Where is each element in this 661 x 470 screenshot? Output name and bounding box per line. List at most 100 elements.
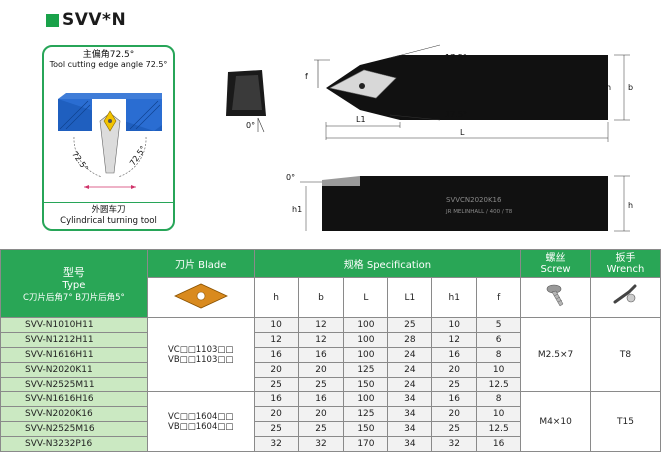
value-cell: 100 bbox=[343, 391, 389, 408]
value-cell: 34 bbox=[387, 421, 433, 438]
h1-label: h1 bbox=[292, 205, 302, 214]
type-cell: SVV-N1212H11 bbox=[0, 331, 148, 348]
value-cell: 25 bbox=[387, 317, 433, 333]
value-cell: 20 bbox=[431, 361, 478, 378]
blade-group2: VC□□1604□□ VB□□1604□□ bbox=[146, 391, 255, 453]
value-cell: 34 bbox=[387, 391, 433, 408]
value-cell: 12 bbox=[253, 331, 299, 348]
wrench-group2: T15 bbox=[590, 391, 661, 453]
value-cell: 20 bbox=[253, 406, 299, 423]
col-b: b bbox=[297, 277, 345, 318]
blade-group1-line1: VC□□1103□□ bbox=[167, 344, 234, 355]
value-cell: 10 bbox=[253, 317, 299, 333]
h-label: h bbox=[606, 83, 611, 92]
type-header-cn: 型号 bbox=[62, 266, 85, 279]
value-cell: 16 bbox=[253, 346, 299, 363]
holder-side-view: SVVCN2020K16 JR MELINHALL / 400 / T8 0° … bbox=[286, 173, 633, 232]
value-cell: 100 bbox=[343, 317, 389, 333]
wrench-icon bbox=[613, 284, 636, 304]
value-cell: 25 bbox=[297, 376, 345, 393]
blade-group1: VC□□1103□□ VB□□1103□□ bbox=[146, 316, 255, 393]
value-cell: 24 bbox=[387, 376, 433, 393]
cutting-angle-panel: 主偏角72.5° Tool cutting edge angle 72.5° 7… bbox=[42, 45, 175, 231]
panel-footer: 外圆车刀 Cylindrical turning tool bbox=[44, 202, 173, 227]
value-cell: 8 bbox=[476, 346, 522, 363]
b-label: b bbox=[628, 83, 633, 92]
blade-group2-line2: VB□□1604□□ bbox=[168, 421, 234, 432]
value-cell: 10 bbox=[431, 317, 478, 333]
value-cell: 10 bbox=[476, 361, 522, 378]
col-h: h bbox=[253, 277, 299, 318]
screw-header: 螺丝 Screw bbox=[520, 249, 591, 278]
wrench-header-cn: 扳手 bbox=[615, 252, 636, 264]
blade-group2-line1: VC□□1604□□ bbox=[167, 411, 234, 422]
panel-title-en: Tool cutting edge angle 72.5° bbox=[49, 60, 168, 69]
value-cell: 170 bbox=[343, 436, 389, 453]
zero-deg-top-label: 0° bbox=[246, 121, 255, 130]
value-cell: 25 bbox=[431, 376, 478, 393]
col-l: L bbox=[343, 277, 389, 318]
angle-top-label: 17.5° bbox=[445, 53, 467, 62]
screw-header-en: Screw bbox=[540, 263, 571, 275]
value-cell: 16 bbox=[253, 391, 299, 408]
type-header-note: C刀片后角7° B刀片后角5° bbox=[22, 293, 125, 303]
blade-header: 刀片 Blade bbox=[146, 249, 255, 278]
tool-drawing: 0° f 17.5° 17.5° L1 L b h SVVCN20 bbox=[226, 44, 633, 232]
col-f: f bbox=[476, 277, 522, 318]
specification-table: 型号 Type C刀片后角7° B刀片后角5° 刀片 Blade 规格 Spec… bbox=[0, 249, 661, 453]
table-row: SVV-N1010H11 VC□□1103□□ VB□□1103□□ 10 12… bbox=[0, 316, 661, 393]
type-cell: SVV-N1616H11 bbox=[0, 346, 148, 363]
type-cell: SVV-N2020K16 bbox=[0, 406, 148, 423]
value-cell: 25 bbox=[297, 421, 345, 438]
value-cell: 8 bbox=[476, 391, 522, 408]
wrench-group1: T8 bbox=[590, 316, 661, 393]
value-cell: 32 bbox=[297, 436, 345, 453]
type-header: 型号 Type C刀片后角7° B刀片后角5° bbox=[0, 249, 148, 318]
value-cell: 20 bbox=[297, 406, 345, 423]
table-subheader-row: h b L L1 h1 f bbox=[1, 277, 661, 318]
value-cell: 125 bbox=[343, 406, 389, 423]
value-cell: 16 bbox=[431, 346, 478, 363]
marking-line1: SVVCN2020K16 bbox=[446, 196, 502, 204]
screw-header-cn: 螺丝 bbox=[545, 252, 566, 264]
value-cell: 20 bbox=[253, 361, 299, 378]
table-row: SVV-N2525M11 25 25 150 24 25 12.5 bbox=[0, 376, 661, 393]
type-cell: SVV-N1010H11 bbox=[0, 317, 148, 333]
title-text: SVV*N bbox=[62, 10, 127, 30]
type-cell: SVV-N2525M16 bbox=[0, 421, 148, 438]
blade-insert-icon bbox=[173, 283, 228, 309]
value-cell: 16 bbox=[476, 436, 522, 453]
value-cell: 20 bbox=[297, 361, 345, 378]
table-row: SVV-N1616H16 VC□□1604□□ VB□□1604□□ 16 16… bbox=[0, 391, 661, 453]
value-cell: 25 bbox=[253, 421, 299, 438]
l1-label: L1 bbox=[356, 115, 366, 124]
zero-deg-side-label: 0° bbox=[286, 173, 295, 182]
l-label: L bbox=[460, 128, 465, 137]
value-cell: 20 bbox=[431, 406, 478, 423]
wrench-header: 扳手 Wrench bbox=[590, 249, 661, 278]
value-cell: 12 bbox=[297, 331, 345, 348]
value-cell: 125 bbox=[343, 361, 389, 378]
value-cell: 150 bbox=[343, 376, 389, 393]
f-label: f bbox=[305, 72, 308, 81]
value-cell: 100 bbox=[343, 346, 389, 363]
blade-image-cell bbox=[146, 277, 255, 318]
value-cell: 16 bbox=[297, 346, 345, 363]
type-header-en: Type bbox=[62, 280, 86, 291]
value-cell: 34 bbox=[387, 436, 433, 453]
value-cell: 150 bbox=[343, 421, 389, 438]
title-marker bbox=[46, 13, 59, 27]
panel-footer-cn: 外圆车刀 bbox=[91, 205, 126, 215]
value-cell: 16 bbox=[431, 391, 478, 408]
spec-header: 规格 Specification bbox=[253, 249, 522, 278]
col-h1: h1 bbox=[431, 277, 478, 318]
h-side-label: h bbox=[628, 201, 633, 210]
value-cell: 12.5 bbox=[476, 376, 522, 393]
screw-icon bbox=[546, 284, 563, 307]
blade-group1-line2: VB□□1103□□ bbox=[168, 354, 234, 365]
wrench-header-en: Wrench bbox=[606, 263, 645, 275]
type-cell: SVV-N1616H16 bbox=[0, 391, 148, 408]
table-header-row: 型号 Type C刀片后角7° B刀片后角5° 刀片 Blade 规格 Spec… bbox=[0, 249, 661, 318]
value-cell: 16 bbox=[297, 391, 345, 408]
value-cell: 5 bbox=[476, 317, 522, 333]
